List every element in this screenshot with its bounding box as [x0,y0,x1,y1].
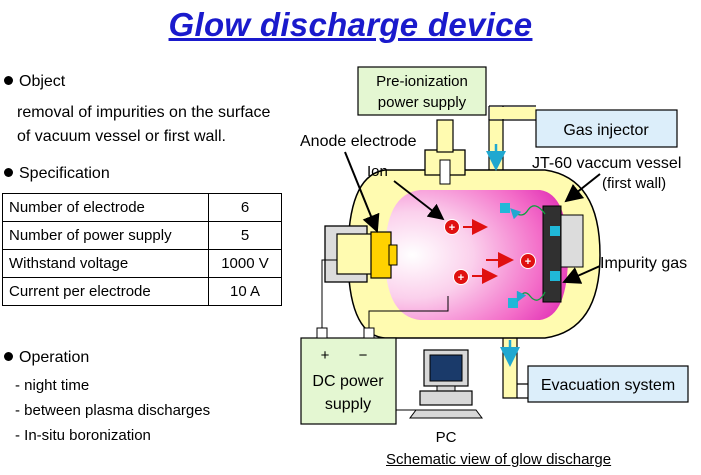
diagram-caption: Schematic view of glow discharge [386,451,612,468]
impurity-particle [550,271,560,281]
first-wall-support [560,214,584,268]
minus-sign: − [359,347,368,364]
plus-terminal [316,327,328,339]
spec-value: 6 [208,193,282,222]
ion-particle [453,269,469,285]
specification-heading: Specification [4,165,110,183]
object-heading-label: Object [19,73,66,90]
svg-text:+: + [458,272,464,284]
evacuation-label: Evacuation system [541,377,675,394]
anode-electrode [370,231,392,279]
bullet-dot [4,168,13,177]
preionization-label-1: Pre-ionization [376,73,468,90]
plus-sign: + [321,347,330,364]
operation-item: - In-situ boronization [15,427,151,444]
ion-label: Ion [367,163,388,180]
pc-keyboard [409,409,483,419]
impurity-particle [500,203,510,213]
dc-label-2: supply [325,396,371,413]
top-port-tube [436,119,454,153]
gas-injector-box [535,109,678,148]
gas-injector-label: Gas injector [563,122,649,139]
table-row: Current per electrode 10 A [2,277,282,306]
impurity-gas-label: Impurity gas [600,255,687,272]
spec-value: 5 [208,221,282,250]
impurity-pointer [562,265,601,284]
operation-heading: Operation [4,349,89,367]
operation-item: - between plasma discharges [15,402,211,419]
minus-terminal [363,327,375,339]
bullet-dot [4,352,13,361]
operation-item: - night time [15,377,90,394]
ion-particle [520,253,536,269]
wire-plus [321,259,337,328]
pc-label: PC [436,429,457,446]
impurity-particle [508,298,518,308]
impurity-path [516,290,546,303]
left-port-tube [336,233,374,275]
specification-table: Number of electrode 6 Number of power su… [2,193,282,306]
vessel-label-1: JT-60 vaccum vessel [532,155,681,172]
vessel-pointer [564,173,601,203]
preionization-power-supply [357,66,487,116]
vessel-label-2: (first wall) [602,175,666,192]
object-text-line2: of vacuum vessel or first wall. [17,128,226,145]
spec-value: 10 A [208,277,282,306]
table-row: Withstand voltage 1000 V [2,249,282,278]
preionization-filament [439,159,451,185]
anode-electrode-label: Anode electrode [300,133,417,150]
operation-heading-label: Operation [19,349,90,366]
dc-power-supply [300,337,397,425]
wire-minus [368,296,449,328]
object-text-line1: removal of impurities on the surface [17,104,271,121]
ion-pointer [393,180,445,221]
spec-name: Current per electrode [2,277,209,306]
preionization-label-2: power supply [378,94,467,111]
bullet-dot [4,76,13,85]
pc-base [419,390,473,406]
svg-text:+: + [525,256,531,268]
first-wall [542,205,562,303]
page-title: Glow discharge device [168,6,533,43]
svg-text:+: + [449,222,455,234]
impurity-particle [550,226,560,236]
ion-particle [444,219,460,235]
dc-label-1: DC power [312,373,384,390]
object-heading: Object [4,73,65,91]
anode-pointer [344,151,380,233]
specification-heading-label: Specification [19,165,110,182]
plasma [385,190,568,320]
spec-value: 1000 V [208,249,282,278]
evacuation-system-box [527,365,689,403]
impurity-path [510,205,546,220]
gas-pipe-connector [489,105,536,121]
